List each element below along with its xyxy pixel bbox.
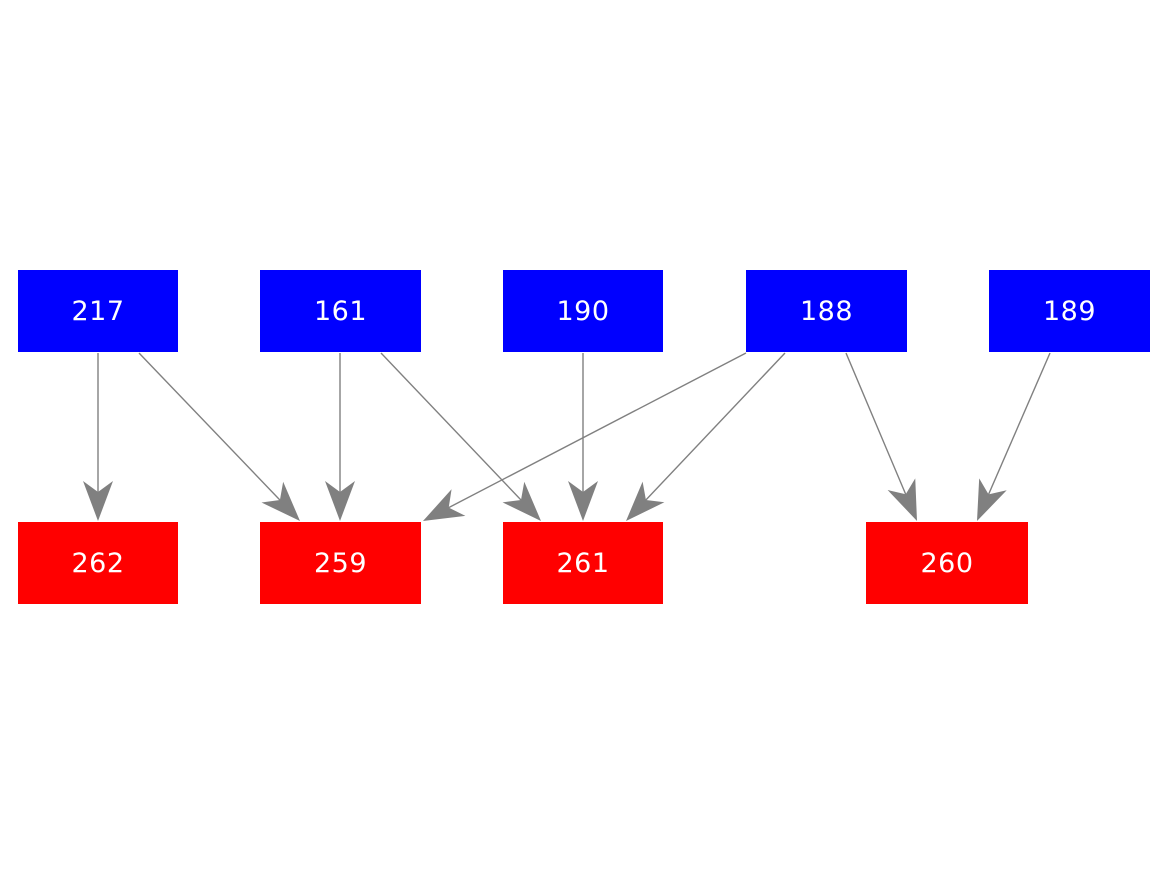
node-label-262: 262 xyxy=(71,547,125,579)
edge-188-to-259 xyxy=(423,352,747,521)
node-261[interactable]: 261 xyxy=(503,522,663,604)
edge-arrowhead xyxy=(502,481,541,521)
node-label-188: 188 xyxy=(799,295,854,327)
edge-shaft xyxy=(845,352,914,513)
node-262[interactable]: 262 xyxy=(18,522,178,604)
edge-arrowhead xyxy=(83,481,113,521)
edge-shaft xyxy=(431,352,747,518)
node-label-259: 259 xyxy=(313,547,368,579)
edge-shaft xyxy=(980,352,1051,513)
edge-217-to-262 xyxy=(83,353,113,521)
node-260[interactable]: 260 xyxy=(866,522,1028,604)
edge-188-to-260 xyxy=(845,352,917,521)
edge-arrowhead xyxy=(261,481,300,521)
edge-arrowhead xyxy=(423,489,466,521)
node-259[interactable]: 259 xyxy=(260,522,421,604)
node-190[interactable]: 190 xyxy=(503,270,663,352)
edge-190-to-261 xyxy=(568,353,598,521)
edge-shaft xyxy=(138,352,294,515)
edge-shaft xyxy=(380,352,535,515)
node-label-260: 260 xyxy=(920,547,974,579)
edge-arrowhead xyxy=(626,481,665,521)
edge-188-to-261 xyxy=(626,352,786,521)
node-161[interactable]: 161 xyxy=(260,270,421,352)
node-label-261: 261 xyxy=(556,547,610,579)
edge-189-to-260 xyxy=(977,352,1051,521)
node-label-190: 190 xyxy=(556,295,610,327)
edge-arrowhead xyxy=(977,478,1007,521)
node-188[interactable]: 188 xyxy=(746,270,907,352)
node-label-217: 217 xyxy=(71,295,125,327)
node-label-189: 189 xyxy=(1042,295,1097,327)
edge-arrowhead xyxy=(887,478,917,521)
edge-shaft xyxy=(632,352,786,515)
edge-arrowhead xyxy=(568,481,598,521)
node-189[interactable]: 189 xyxy=(989,270,1150,352)
edge-217-to-259 xyxy=(138,352,300,521)
edge-arrowhead xyxy=(325,481,355,521)
node-217[interactable]: 217 xyxy=(18,270,178,352)
edge-161-to-261 xyxy=(380,352,541,521)
node-label-161: 161 xyxy=(313,295,368,327)
edge-161-to-259 xyxy=(325,353,355,521)
